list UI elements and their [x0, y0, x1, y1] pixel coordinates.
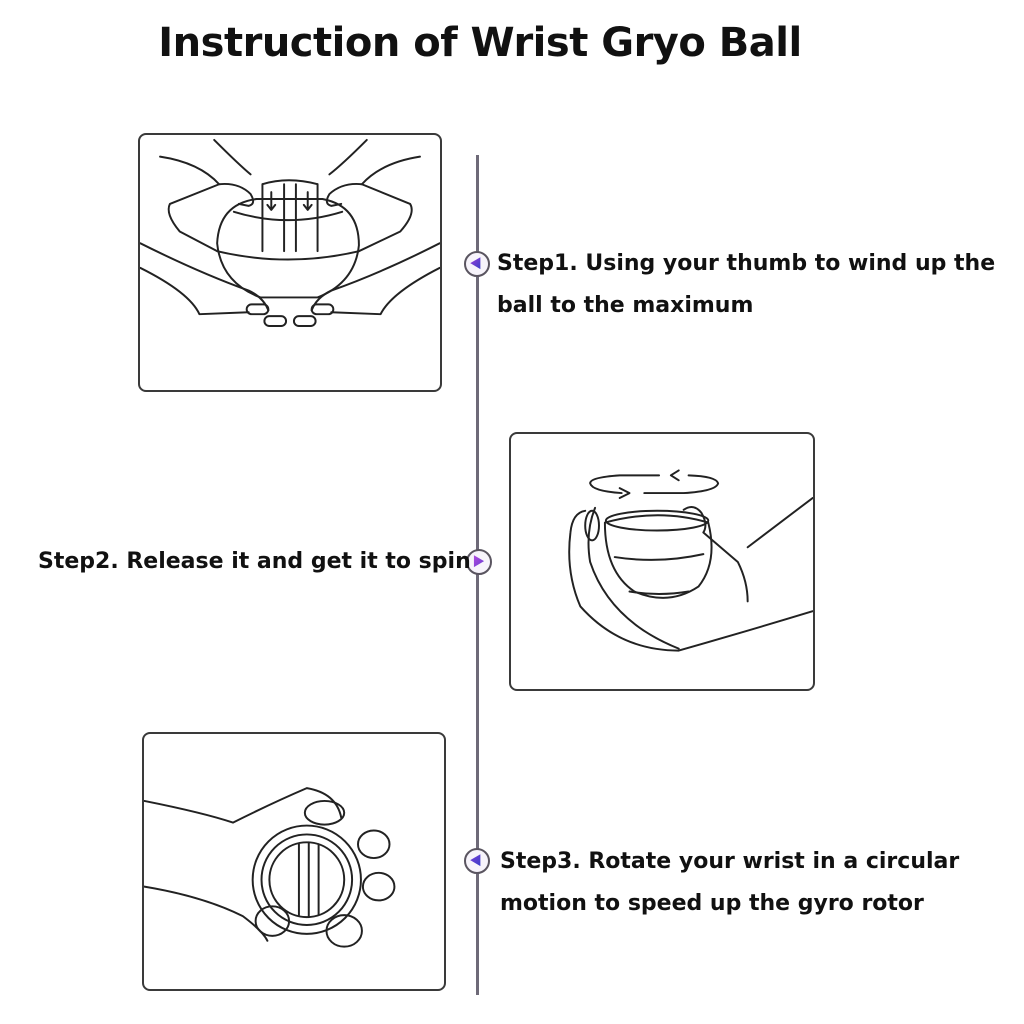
- step3-illustration: [142, 732, 446, 991]
- step2-line1: Step2. Release it and get it to spin: [38, 549, 471, 574]
- step3-line1: Step3. Rotate your wrist in a circular: [500, 849, 960, 874]
- timeline-line: [476, 155, 479, 995]
- step1-line1: Step1. Using your thumb to wind up the: [497, 251, 996, 276]
- step1-marker: [464, 251, 490, 277]
- triangle-left-icon: [470, 257, 481, 270]
- hand-spinning-ball-icon: [568, 469, 813, 652]
- hand-gripping-ball-icon: [144, 787, 396, 948]
- triangle-left-icon: [470, 854, 481, 867]
- step1-text: Step1. Using your thumb to wind up the b…: [497, 243, 1007, 327]
- hands-winding-ball-icon: [140, 138, 440, 327]
- page-title: Instruction of Wrist Gryo Ball: [158, 20, 802, 66]
- step2-illustration: [509, 432, 815, 691]
- step3-line2: motion to speed up the gyro rotor: [500, 891, 924, 916]
- step2-marker: [466, 549, 492, 575]
- step2-text: Step2. Release it and get it to spin: [38, 541, 471, 583]
- step1-line2: ball to the maximum: [497, 293, 754, 318]
- step1-illustration: [138, 133, 442, 392]
- triangle-right-icon: [473, 555, 485, 568]
- step3-marker: [464, 848, 490, 874]
- step3-text: Step3. Rotate your wrist in a circular m…: [500, 841, 1010, 925]
